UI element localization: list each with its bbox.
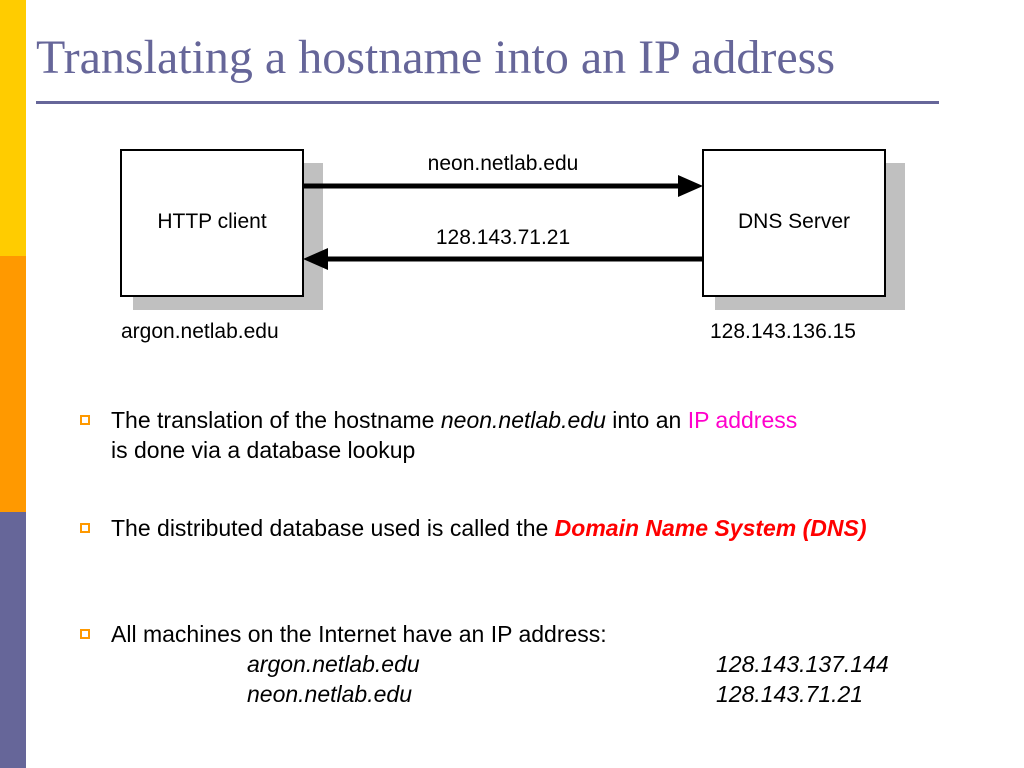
dns-term: Domain Name System (DNS) <box>554 515 867 541</box>
dns-diagram: HTTP client argon.netlab.edu DNS Server … <box>120 149 905 343</box>
sidebar-strip-yellow <box>0 0 26 256</box>
request-arrowhead <box>678 175 703 197</box>
slide-title: Translating a hostname into an IP addres… <box>36 31 836 84</box>
bullet-text: into an <box>605 407 688 433</box>
bullet-ip-addresses: All machines on the Internet have an IP … <box>80 619 1011 709</box>
server-box-label: DNS Server <box>738 210 850 233</box>
host-name: argon.netlab.edu <box>247 651 420 677</box>
host-ip: 128.143.71.21 <box>716 681 864 707</box>
bullet-text: is done via a database lookup <box>111 437 416 463</box>
square-bullet-icon <box>80 523 90 533</box>
client-box-label: HTTP client <box>157 210 266 233</box>
sidebar-strip-purple <box>0 512 26 768</box>
sidebar-strip-orange <box>0 256 26 512</box>
host-row: argon.netlab.edu 128.143.137.144 <box>111 649 1011 679</box>
ip-address-term: IP address <box>687 407 798 433</box>
client-host-label: argon.netlab.edu <box>121 320 279 343</box>
square-bullet-icon <box>80 415 90 425</box>
bullet-text: All machines on the Internet have an IP … <box>111 621 607 647</box>
host-ip: 128.143.137.144 <box>716 651 889 677</box>
bullet-translation: The translation of the hostname neon.net… <box>80 405 797 465</box>
host-name: neon.netlab.edu <box>247 681 412 707</box>
client-box <box>120 149 304 297</box>
square-bullet-icon <box>80 629 90 639</box>
response-label: 128.143.71.21 <box>436 226 570 249</box>
server-box <box>702 149 886 297</box>
bullet-dns: The distributed database used is called … <box>80 513 867 543</box>
hostname-term: neon.netlab.edu <box>440 407 606 433</box>
response-arrowhead <box>303 248 328 270</box>
host-row: neon.netlab.edu 128.143.71.21 <box>111 679 1011 709</box>
request-label: neon.netlab.edu <box>428 152 579 175</box>
server-ip-label: 128.143.136.15 <box>710 320 856 343</box>
bullet-text: The translation of the hostname <box>111 407 441 433</box>
title-rule <box>36 101 939 104</box>
bullet-text: The distributed database used is called … <box>111 515 555 541</box>
